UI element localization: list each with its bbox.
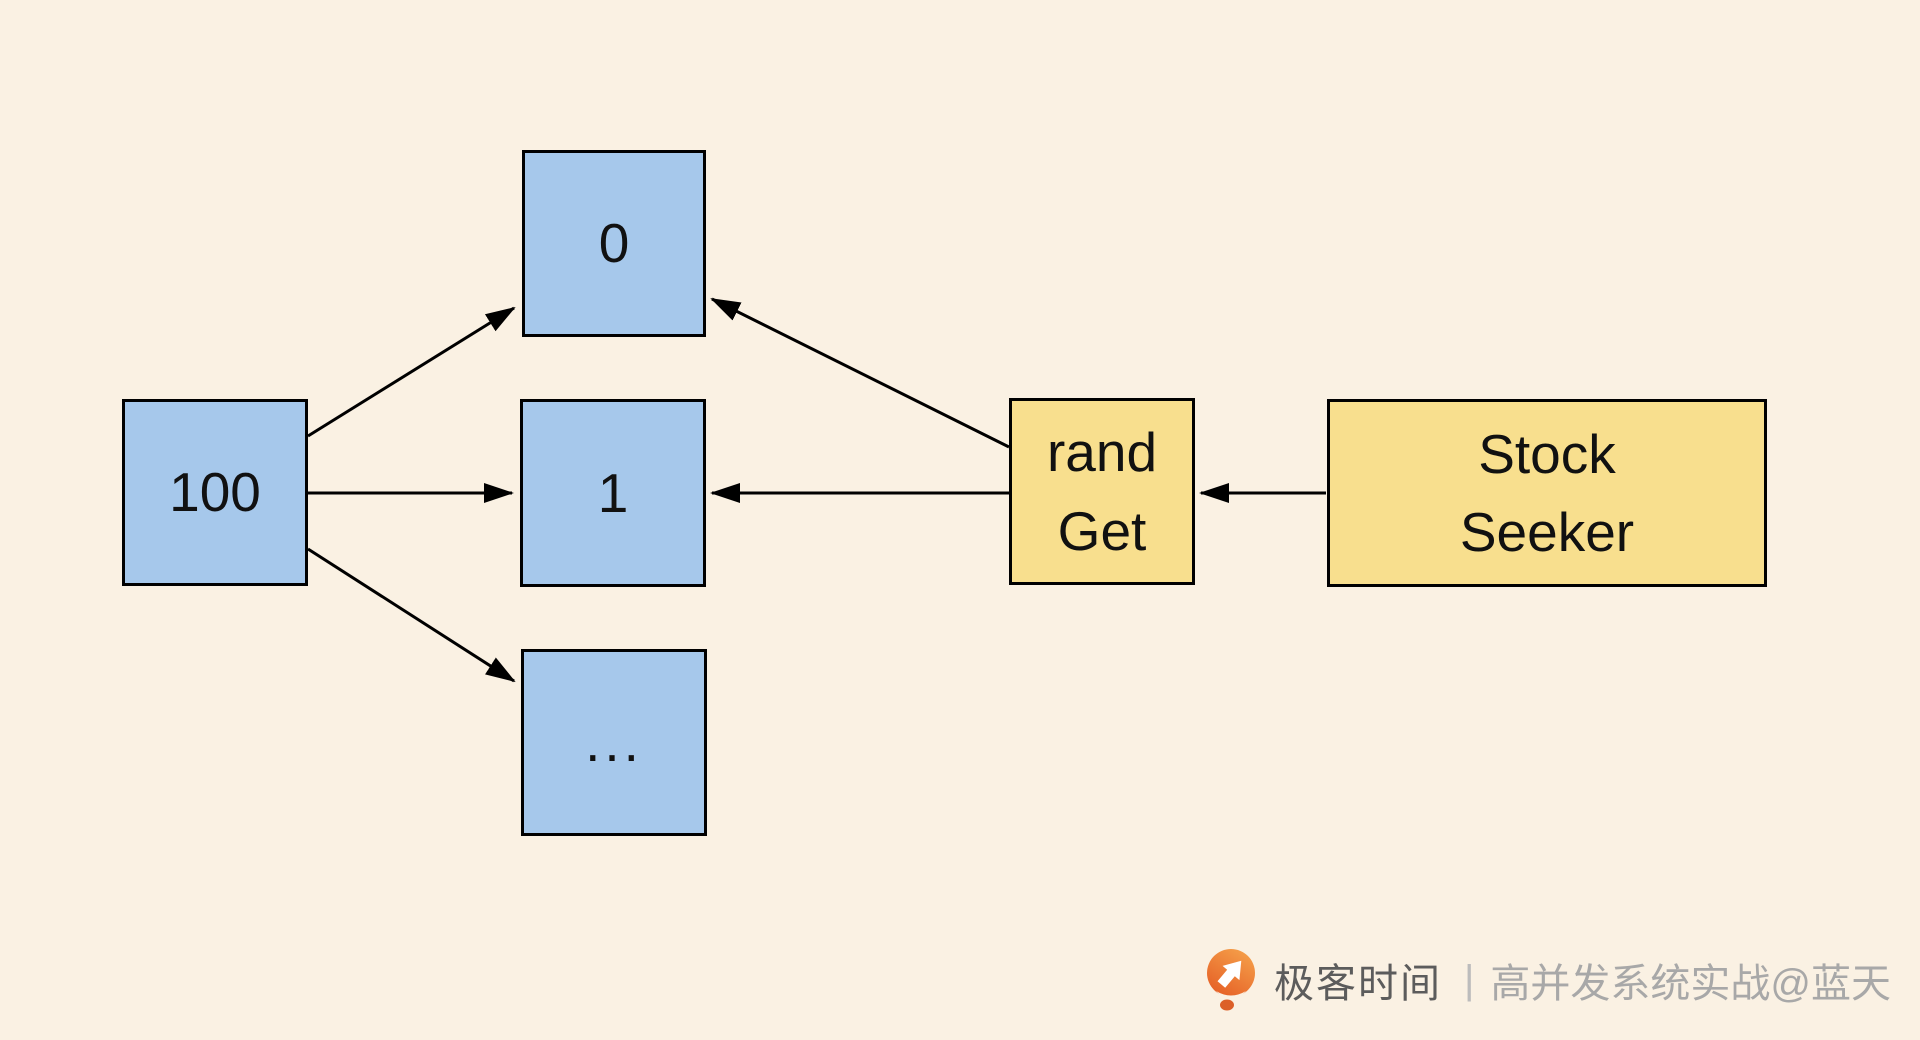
- node-stock-seeker-line2: Seeker: [1459, 501, 1635, 563]
- node-rand-get-line2: Get: [1057, 499, 1147, 562]
- geektime-logo-icon: [1207, 949, 1255, 1011]
- node-rand-get-line1: rand: [1046, 421, 1158, 484]
- node-stock-pool-100: 100: [122, 399, 308, 586]
- node-stock-seeker-line1: Stock: [1478, 422, 1616, 485]
- watermark-brand-text: 极客时间: [1274, 962, 1442, 1006]
- arrow-pool-to-more: [307, 547, 516, 683]
- node-slot-ellipsis: ...: [521, 649, 707, 836]
- node-slot-ellipsis-label: ...: [585, 711, 643, 774]
- watermark-credit-text: 高并发系统实战@蓝天: [1490, 962, 1891, 1006]
- node-slot-1: 1: [520, 399, 706, 587]
- node-stock-pool-label: 100: [169, 461, 261, 524]
- node-stock-seeker: Stock Seeker: [1327, 399, 1767, 587]
- watermark: 极客时间 | 高并发系统实战@蓝天: [1206, 942, 1891, 1018]
- node-slot-0-label: 0: [598, 212, 630, 275]
- node-slot-1-label: 1: [597, 461, 629, 524]
- watermark-separator: |: [1464, 957, 1475, 1002]
- arrow-pool-to-slot0: [307, 306, 516, 438]
- node-slot-0: 0: [522, 150, 706, 337]
- node-rand-get: rand Get: [1009, 398, 1195, 585]
- arrow-randget-to-slot0: [710, 297, 1010, 449]
